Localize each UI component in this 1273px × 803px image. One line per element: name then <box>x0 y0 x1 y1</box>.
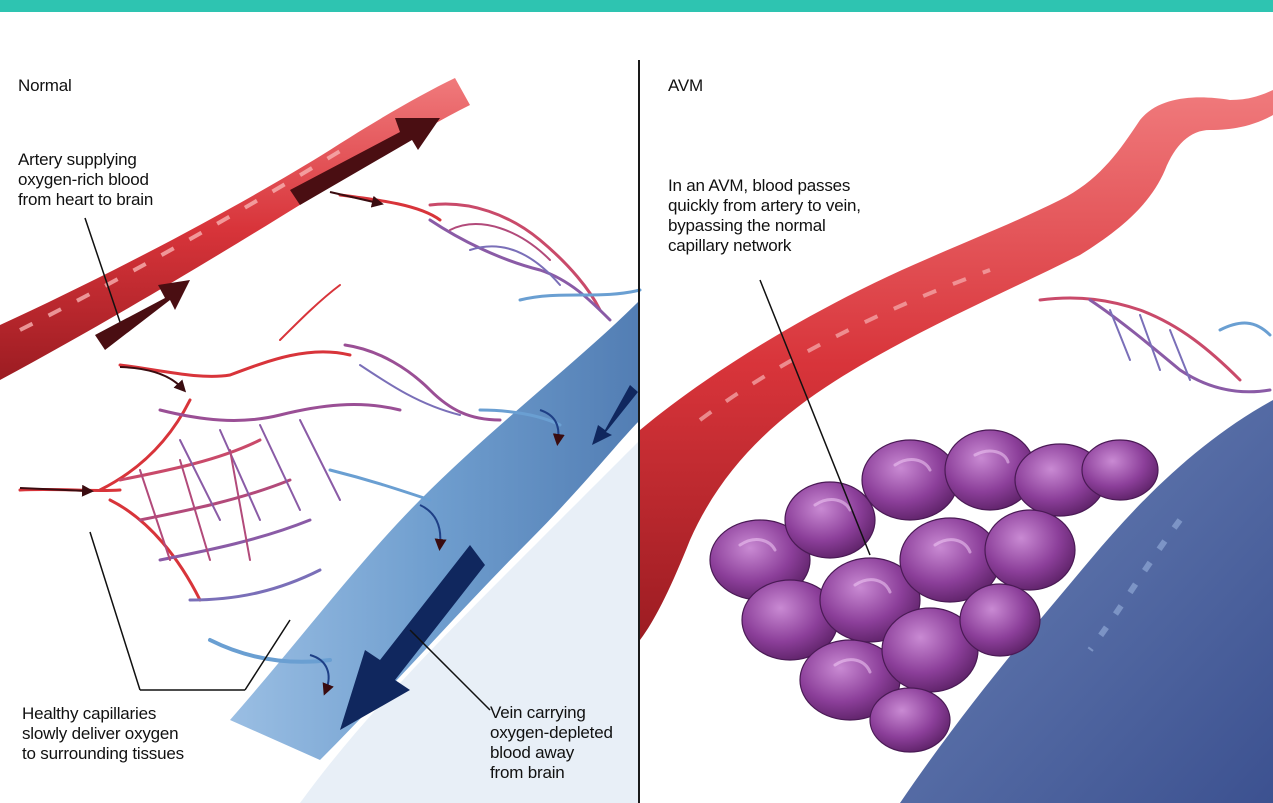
capillary-bed-upper <box>340 195 640 320</box>
avm-capillary-bed <box>1040 298 1270 392</box>
panel-divider <box>638 60 640 803</box>
capillaries-label: Healthy capillaries slowly deliver oxyge… <box>22 704 184 764</box>
artery-label: Artery supplying oxygen-rich blood from … <box>18 150 153 210</box>
vein-label: Vein carrying oxygen-depleted blood away… <box>490 703 613 783</box>
avm-panel-title: AVM <box>668 76 703 96</box>
normal-panel-title: Normal <box>18 76 72 96</box>
avm-label: In an AVM, blood passes quickly from art… <box>668 176 861 256</box>
